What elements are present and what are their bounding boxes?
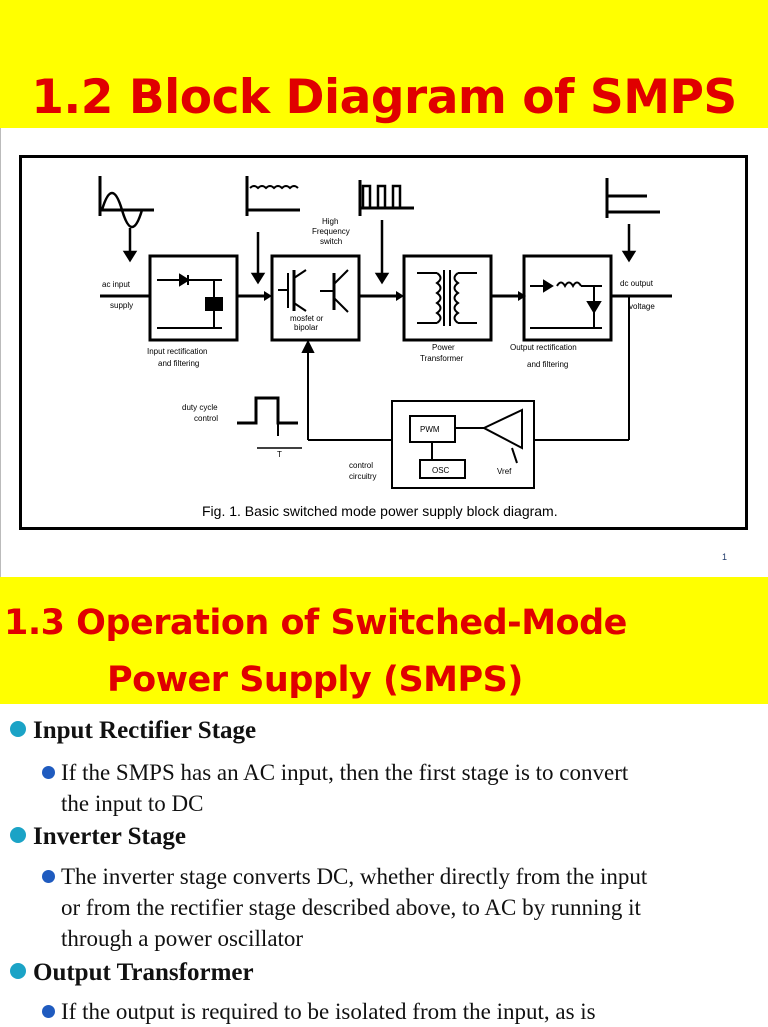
label-duty-2: control: [194, 414, 218, 423]
label-osc: OSC: [432, 466, 450, 475]
square-wave-icon: [358, 180, 414, 216]
label-dc-output: dc output: [620, 279, 654, 288]
title-band: [0, 0, 768, 128]
slide-block-diagram: 1.2 Block Diagram of SMPS: [0, 0, 768, 577]
bullet-dot: [10, 721, 26, 737]
control-circuitry-block: [391, 400, 535, 489]
bullet-heading-input-rectifier: Input Rectifier Stage: [10, 717, 256, 745]
bullet-dot: [10, 963, 26, 979]
label-vref: Vref: [497, 467, 512, 476]
output-rectifier-block: [522, 254, 613, 342]
transistor-symbol: [278, 269, 349, 313]
label-period: T: [277, 450, 282, 459]
label-out-rect-1: Output rectification: [510, 343, 577, 352]
slide-operation: 1.3 Operation of Switched-Mode Power Sup…: [0, 577, 768, 1024]
label-hf-3: switch: [320, 237, 342, 246]
page-number: 1: [722, 552, 728, 562]
slide-title-line2: Power Supply (SMPS): [107, 660, 523, 700]
bullet-text-input-rectifier: If the SMPS has an AC input, then the fi…: [42, 757, 762, 819]
bullet-text-output-transformer: If the output is required to be isolated…: [42, 996, 762, 1027]
pulse-waveform-icon: [237, 396, 302, 449]
label-power-2: Transformer: [420, 354, 464, 363]
label-control-2: circuitry: [349, 472, 377, 481]
label-ac-input: ac input: [102, 280, 131, 289]
input-rectifier-block: [148, 254, 239, 342]
label-power-1: Power: [432, 343, 455, 352]
bullet-heading-output-transformer: Output Transformer: [10, 959, 254, 987]
label-control-1: control: [349, 461, 373, 470]
bullet-heading-inverter: Inverter Stage: [10, 823, 186, 851]
dc-output-icon: [605, 178, 660, 218]
ripple-dc-icon: [245, 176, 300, 216]
label-mosfet-1: mosfet or: [290, 314, 324, 323]
label-input-rect-2: and filtering: [158, 359, 199, 368]
label-hf-1: High: [322, 217, 338, 226]
slide-title: 1.2 Block Diagram of SMPS: [31, 70, 737, 125]
bullet-dot: [10, 827, 26, 843]
label-out-rect-2: and filtering: [527, 360, 568, 369]
bullet-text-inverter: The inverter stage converts DC, whether …: [42, 861, 762, 954]
transformer-block: [402, 254, 493, 342]
rectifier-symbol: [157, 273, 223, 329]
diagram-caption: Fig. 1. Basic switched mode power supply…: [202, 503, 558, 519]
block-diagram: ac input supply Input rectification and …: [19, 155, 748, 530]
slide-title-line1: 1.3 Operation of Switched-Mode: [4, 603, 627, 643]
label-duty-1: duty cycle: [182, 403, 218, 412]
hf-switch-block: [270, 254, 361, 342]
sine-wave-icon: [98, 176, 154, 229]
label-pwm: PWM: [420, 425, 440, 434]
label-voltage: voltage: [629, 302, 655, 311]
error-amplifier-symbol: [431, 408, 523, 464]
transformer-symbol: [417, 270, 477, 326]
label-mosfet-2: bipolar: [294, 323, 318, 332]
label-supply: supply: [110, 301, 133, 310]
title-band: [0, 577, 768, 704]
label-hf-2: Frequency: [312, 227, 350, 236]
inductor-symbol: [530, 279, 602, 329]
label-input-rect-1: Input rectification: [147, 347, 207, 356]
